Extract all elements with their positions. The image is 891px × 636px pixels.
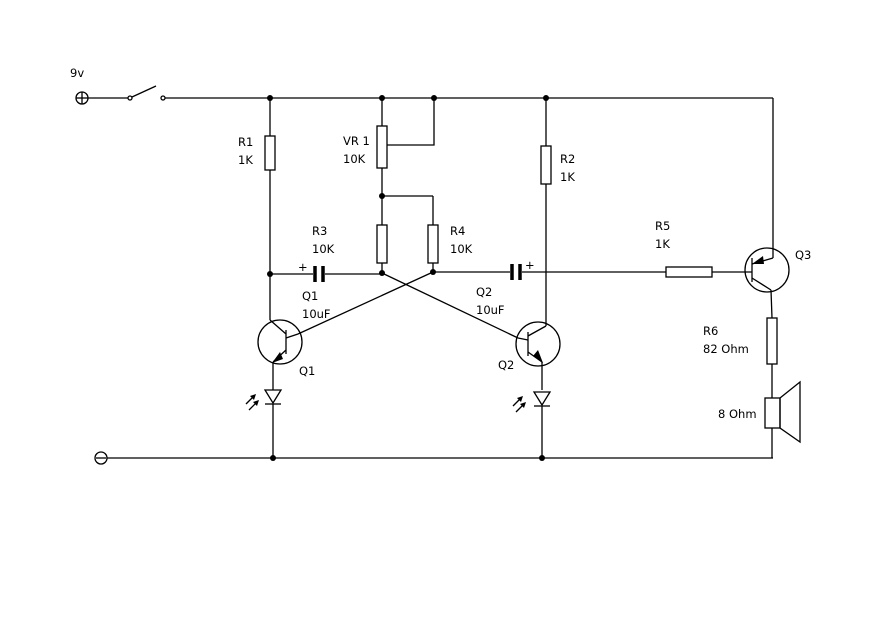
q3-name: Q3 <box>795 248 811 262</box>
capacitor-c2 <box>433 264 666 280</box>
r5-value: 1K <box>655 237 670 251</box>
q2-name: Q2 <box>498 358 514 372</box>
cross-wire-to-q2-base <box>381 272 519 339</box>
r4-name: R4 <box>450 224 465 238</box>
led-1 <box>263 389 283 458</box>
vr1-name: VR 1 <box>343 134 370 148</box>
junction-dot <box>267 271 273 277</box>
junction-dot <box>379 193 385 199</box>
c2-name: Q2 <box>476 285 492 299</box>
r6-name: R6 <box>703 324 718 338</box>
r1-name: R1 <box>238 135 253 149</box>
transistor-q2 <box>515 321 561 390</box>
negative-terminal-icon <box>94 451 108 465</box>
junction-dot <box>430 269 436 275</box>
c1-value: 10uF <box>302 307 331 321</box>
r4-value: 10K <box>450 242 473 256</box>
r3-value: 10K <box>312 242 335 256</box>
junction-dot <box>379 95 385 101</box>
c2-value: 10uF <box>476 303 505 317</box>
junction-dot <box>539 455 545 461</box>
speaker-icon <box>764 380 801 458</box>
resistor-r1 <box>264 98 276 320</box>
resistor-r6 <box>766 317 778 398</box>
junction-dots <box>267 95 549 461</box>
r6-value: 82 Ohm <box>703 342 749 356</box>
light-arrows-icon <box>512 396 526 413</box>
resistor-r2 <box>540 98 552 326</box>
r1-value: 1K <box>238 153 253 167</box>
transistor-q1 <box>257 319 303 390</box>
light-arrows-icon <box>245 394 259 411</box>
led-2 <box>532 391 552 458</box>
c1-name: Q1 <box>302 289 318 303</box>
junction-dot <box>431 95 437 101</box>
junction-dot <box>543 95 549 101</box>
potentiometer-vr1 <box>376 98 435 225</box>
cross-wire-to-q1-base <box>297 271 434 335</box>
c2-polarity: + <box>525 258 535 272</box>
r2-value: 1K <box>560 170 575 184</box>
vr1-value: 10K <box>343 152 366 166</box>
transistor-q3 <box>744 247 790 319</box>
resistor-r3 <box>376 224 388 273</box>
resistor-r5 <box>665 266 752 278</box>
r5-name: R5 <box>655 219 670 233</box>
r2-name: R2 <box>560 152 575 166</box>
junction-dot <box>379 270 385 276</box>
c1-polarity: + <box>298 260 308 274</box>
supply-label: 9v <box>70 66 84 80</box>
r3-name: R3 <box>312 224 327 238</box>
positive-terminal-icon <box>75 91 89 105</box>
power-switch <box>88 85 166 101</box>
speaker-value: 8 Ohm <box>718 407 757 421</box>
resistor-r4 <box>427 224 439 272</box>
q1-name: Q1 <box>299 364 315 378</box>
junction-dot <box>267 95 273 101</box>
junction-dot <box>270 455 276 461</box>
capacitor-c1 <box>270 266 382 282</box>
